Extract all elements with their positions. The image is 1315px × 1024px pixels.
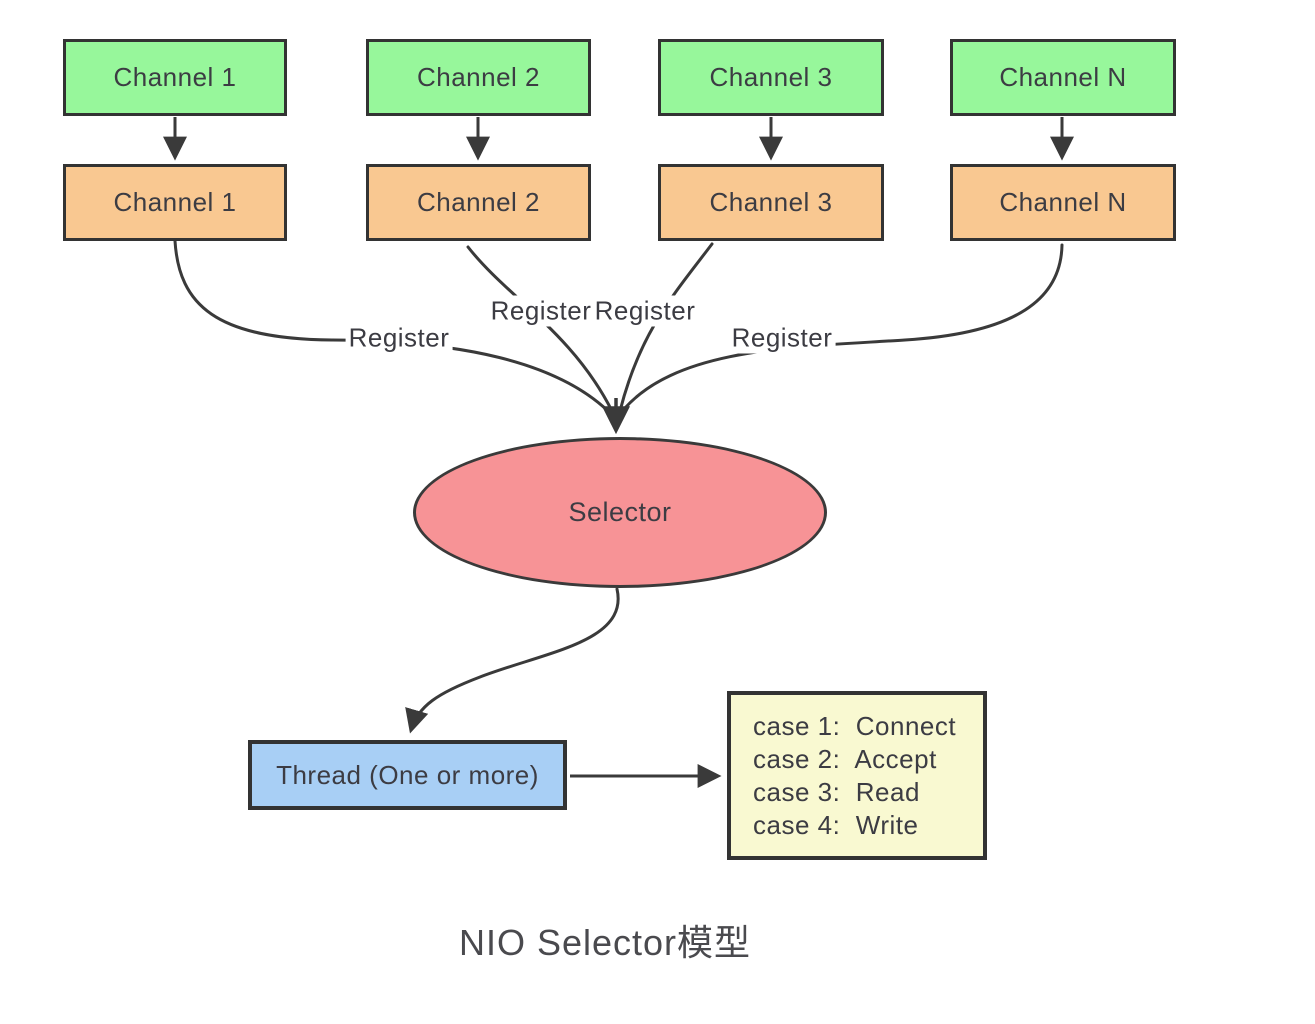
- register-curve-channel3: [618, 242, 714, 413]
- registered-channel-n: Channel N: [950, 164, 1176, 241]
- registered-channel-2-label: Channel 2: [416, 187, 541, 217]
- registered-channel-3-label: Channel 3: [709, 187, 833, 217]
- source-channel-1-label: Channel 1: [113, 62, 237, 92]
- registered-channel-2: Channel 2: [366, 164, 591, 241]
- case-line-4: case 4: Write: [753, 810, 919, 840]
- source-channel-3: Channel 3: [658, 39, 884, 116]
- diagram-title: NIO Selector模型: [458, 922, 752, 963]
- register-label-4: Register: [728, 322, 836, 354]
- case-line-1: case 1: Connect: [753, 711, 957, 741]
- register-label-2: Register: [487, 295, 595, 327]
- case-line-3: case 3: Read: [753, 777, 920, 807]
- source-channel-n: Channel N: [950, 39, 1176, 116]
- register-curve-channel2: [466, 245, 614, 413]
- selector-label: Selector: [568, 497, 672, 527]
- register-curve-channel1: [173, 239, 610, 413]
- case-line-2: case 2: Accept: [753, 744, 937, 774]
- register-label-3: Register: [591, 295, 699, 327]
- thread-label: Thread (One or more): [276, 759, 539, 790]
- source-channel-2: Channel 2: [366, 39, 591, 116]
- case-box: case 1: Connect case 2: Accept case 3: R…: [727, 691, 987, 860]
- source-channel-3-label: Channel 3: [709, 62, 833, 92]
- thread-node: Thread (One or more): [248, 740, 567, 810]
- source-channel-n-label: Channel N: [999, 62, 1127, 92]
- register-curve-channelN: [623, 243, 1064, 410]
- source-channel-1: Channel 1: [63, 39, 287, 116]
- registered-channel-3: Channel 3: [658, 164, 884, 241]
- registered-channel-1-label: Channel 1: [113, 187, 237, 217]
- selector-node: Selector: [413, 437, 827, 588]
- register-label-1: Register: [345, 322, 453, 354]
- registered-channel-n-label: Channel N: [999, 187, 1127, 217]
- source-channel-2-label: Channel 2: [416, 62, 541, 92]
- arrow-selector-to-thread: [405, 587, 620, 734]
- registered-channel-1: Channel 1: [63, 164, 287, 241]
